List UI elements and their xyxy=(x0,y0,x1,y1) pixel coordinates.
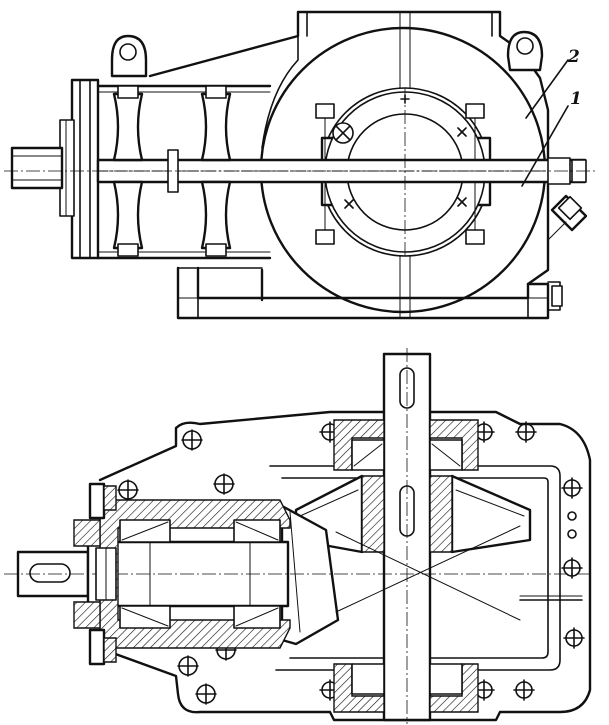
output-bearing-bottom xyxy=(333,663,479,713)
callout-2: 2 xyxy=(525,47,580,119)
housing-plan-outline xyxy=(98,410,592,722)
callout-2-label: 2 xyxy=(567,47,580,67)
lifting-eye-right xyxy=(506,30,544,72)
breather-plug xyxy=(547,194,588,241)
pinion-end-flange xyxy=(73,482,117,666)
callout-1-label: 1 xyxy=(570,89,582,109)
pinion-bearing-cup xyxy=(99,499,291,649)
oil-indicator xyxy=(332,122,354,144)
pitch-cone-lines xyxy=(335,525,521,621)
shaft-nut xyxy=(95,547,117,601)
roller-bearings-top xyxy=(112,85,232,257)
cover-bolt-marks xyxy=(344,94,467,209)
bevel-pinion xyxy=(280,504,340,646)
base-plate xyxy=(176,266,563,320)
front-elevation-view xyxy=(4,10,598,320)
plan-section-view xyxy=(4,348,592,724)
pinion-shaft xyxy=(4,540,590,608)
flange-bolts xyxy=(315,103,485,245)
input-shaft xyxy=(10,146,64,190)
output-bearing-top xyxy=(333,419,479,471)
lifting-eye-left xyxy=(110,34,148,78)
left-end-cover xyxy=(59,78,100,260)
callout-1: 1 xyxy=(521,89,582,187)
dipstick xyxy=(519,595,583,601)
